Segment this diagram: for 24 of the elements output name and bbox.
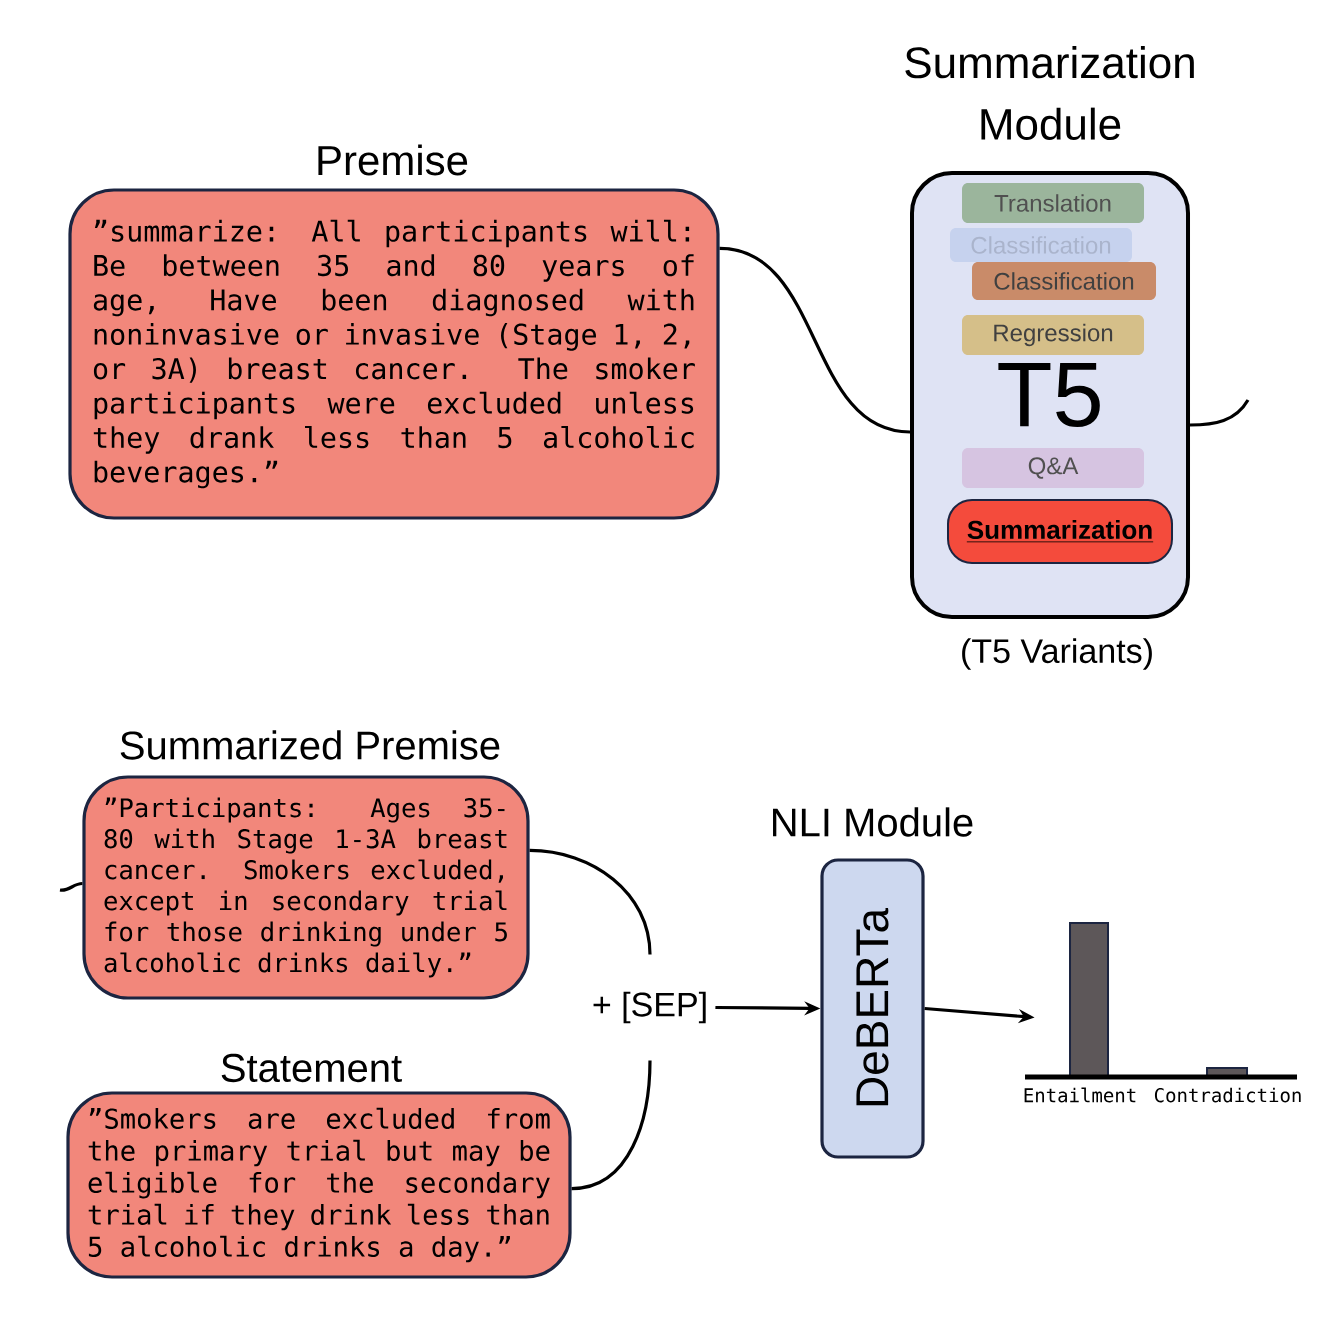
connector — [59, 881, 83, 892]
text-box: ”summarize: All participants will: Be between 35 and 80 years of age, Have been diagnosed with noninvasive or invasive (Stage 1, 2, or 3A) breast cancer. The smoker participants were excluded unless they drank less than 5 alcoholic beverages.” — [68, 188, 720, 520]
axis-label: Entailment — [1024, 1087, 1136, 1103]
task-box: Classification — [972, 262, 1156, 300]
text-box: ”Participants: Ages 35-80 with Stage 1-3A breast cancer. Smokers excluded, except in secondary trial for those drinking under 5 alcoholic drinks daily.” — [82, 775, 530, 1000]
task-box: Translation — [962, 183, 1144, 223]
text-box: ”Smokers are excluded from the primary trial but may be eligible for the secondary trial if they drink less than 5 alcoholic drinks a day.” — [66, 1091, 572, 1279]
task-box: Summarization — [947, 499, 1173, 564]
box-heading: Statement — [221, 1053, 402, 1083]
connector — [529, 848, 652, 955]
variant-note: (T5 Variants) — [962, 638, 1152, 670]
task-box: Regression — [962, 315, 1144, 355]
module-heading: NLI Module — [773, 807, 973, 837]
task-box: Q&A — [962, 448, 1144, 488]
connector — [1190, 399, 1250, 427]
box-heading: Summarized Premise — [120, 730, 500, 760]
module-heading: Summarization Module — [905, 46, 1194, 140]
connector — [719, 246, 911, 434]
axis-label: Contradiction — [1154, 1087, 1301, 1103]
separator-token: + [SEP] — [593, 991, 706, 1024]
model-name: T5 — [998, 362, 1100, 428]
box-heading: Premise — [318, 144, 468, 176]
connector — [571, 1060, 652, 1191]
model-name: DeBERTa — [856, 907, 889, 1106]
